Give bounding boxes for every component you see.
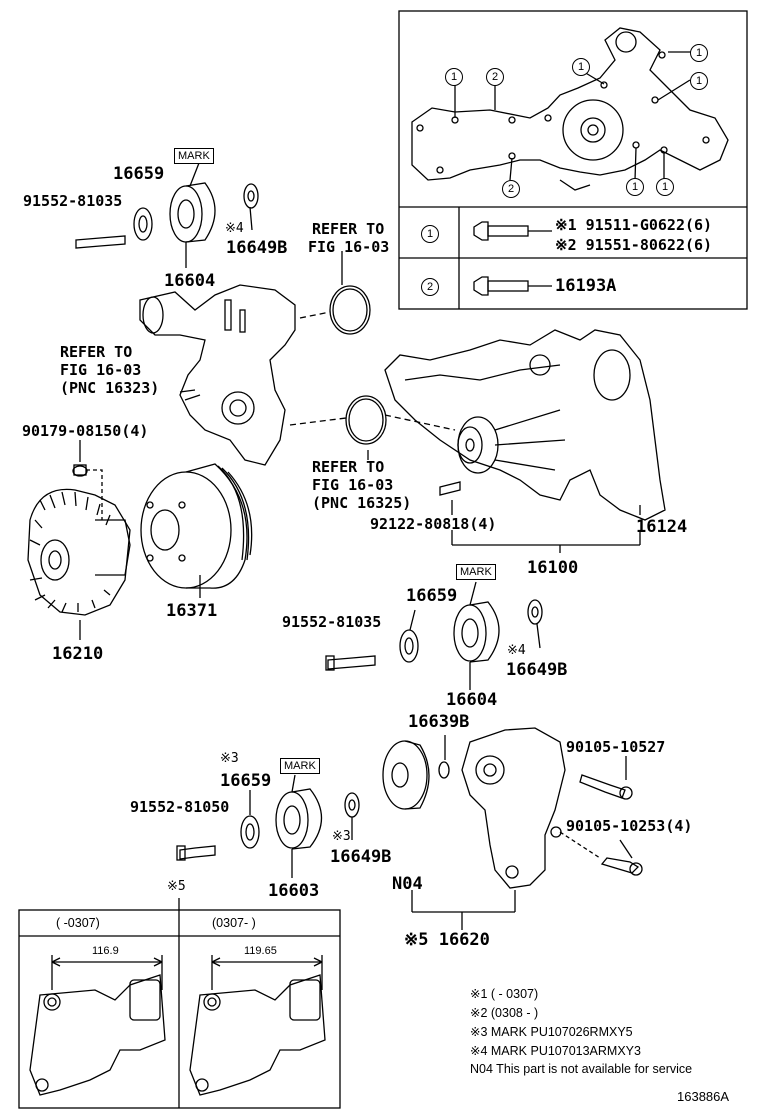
fig-ref-1: FIG 16-03 (308, 238, 390, 256)
label-91552-81050: 91552-81050 (130, 798, 230, 816)
note-star4-top: ※4 (225, 221, 244, 236)
refer-to-label-2: REFER TO (60, 343, 133, 361)
legend-circle-2: 2 (421, 278, 439, 296)
gasket-callout-1: 1 (626, 178, 644, 196)
footnote-3: ※3 MARK PU107026RMXY5 (470, 1025, 633, 1039)
refer-to-label-1: REFER TO (312, 220, 385, 238)
figure-id: 163886A (677, 1089, 730, 1104)
footnote-2: ※2 (0308 - ) (470, 1006, 539, 1020)
note-star3-b: ※3 (332, 829, 351, 844)
label-90105-10253: 90105-10253(4) (566, 817, 693, 835)
mark-box-mid: MARK (456, 564, 496, 581)
label-16100: 16100 (527, 558, 579, 578)
bolt-1-part-a: ※1 91511-G0622(6) (555, 216, 713, 234)
pnc-ref-2: (PNC 16323) (60, 379, 160, 397)
label-91552-81035-top: 91552-81035 (23, 192, 123, 210)
gasket-callout-1: 1 (445, 68, 463, 86)
dimension-1: 116.9 (92, 945, 119, 957)
note-star5-a: ※5 (167, 879, 186, 894)
label-16649b-top: 16649B (226, 238, 288, 258)
label-16659-mid: 16659 (406, 586, 458, 606)
gasket-inset (398, 10, 748, 310)
label-16659-top: 16659 (113, 164, 165, 184)
label-92122-80818: 92122-80818(4) (370, 515, 497, 533)
idler-group-top (75, 162, 259, 268)
gasket-callout-2: 2 (486, 68, 504, 86)
note-star3-a: ※3 (220, 751, 239, 766)
label-n04: N04 (392, 874, 423, 894)
water-pump-assembly (384, 329, 666, 553)
mark-box-low: MARK (280, 758, 320, 775)
gasket-callout-2: 2 (502, 180, 520, 198)
bolt-2-part: 16193A (555, 276, 617, 296)
water-pump-housing (139, 251, 456, 466)
table-col-1: ( -0307) (56, 916, 100, 930)
label-16603: 16603 (268, 881, 320, 901)
gasket-callout-1: 1 (656, 178, 674, 196)
idler-group-low (176, 774, 360, 878)
label-16604-top: 16604 (164, 271, 216, 291)
refer-to-label-3: REFER TO (312, 458, 385, 476)
label-16124: 16124 (636, 517, 688, 537)
label-16659-low: 16659 (220, 771, 272, 791)
footnote-4: ※4 MARK PU107013ARMXY3 (470, 1044, 641, 1058)
label-16371: 16371 (166, 601, 218, 621)
fig-ref-2: FIG 16-03 (60, 361, 142, 379)
label-16620: ※5 16620 (404, 930, 490, 950)
tensioner-assembly (382, 727, 643, 930)
label-16649b-low: 16649B (330, 847, 392, 867)
note-star4-mid: ※4 (507, 643, 526, 658)
label-91552-81035-mid: 91552-81035 (282, 613, 382, 631)
gasket-callout-1: 1 (690, 72, 708, 90)
bolt-1-part-b: ※2 91551-80622(6) (555, 236, 713, 254)
pump-pulley (140, 463, 253, 598)
legend-circle-1: 1 (421, 225, 439, 243)
gasket-callout-1: 1 (690, 44, 708, 62)
label-16649b-mid: 16649B (506, 660, 568, 680)
gasket-callout-1: 1 (572, 58, 590, 76)
label-90179-08150: 90179-08150(4) (22, 422, 149, 440)
label-90105-10527: 90105-10527 (566, 738, 666, 756)
label-16210: 16210 (52, 644, 104, 664)
fig-ref-3: FIG 16-03 (312, 476, 394, 494)
variant-table (18, 898, 341, 1109)
table-col-2: (0307- ) (212, 916, 256, 930)
footnote-5: N04 This part is not available for servi… (470, 1062, 693, 1076)
mark-box-top: MARK (174, 148, 214, 165)
label-16604-mid: 16604 (446, 690, 498, 710)
footnote-1: ※1 ( - 0307) (470, 987, 539, 1001)
pnc-ref-3: (PNC 16325) (312, 494, 412, 512)
idler-group-mid (325, 581, 543, 690)
fluid-coupling (27, 440, 131, 640)
dimension-2: 119.65 (244, 945, 277, 957)
label-16639b: 16639B (408, 712, 470, 732)
